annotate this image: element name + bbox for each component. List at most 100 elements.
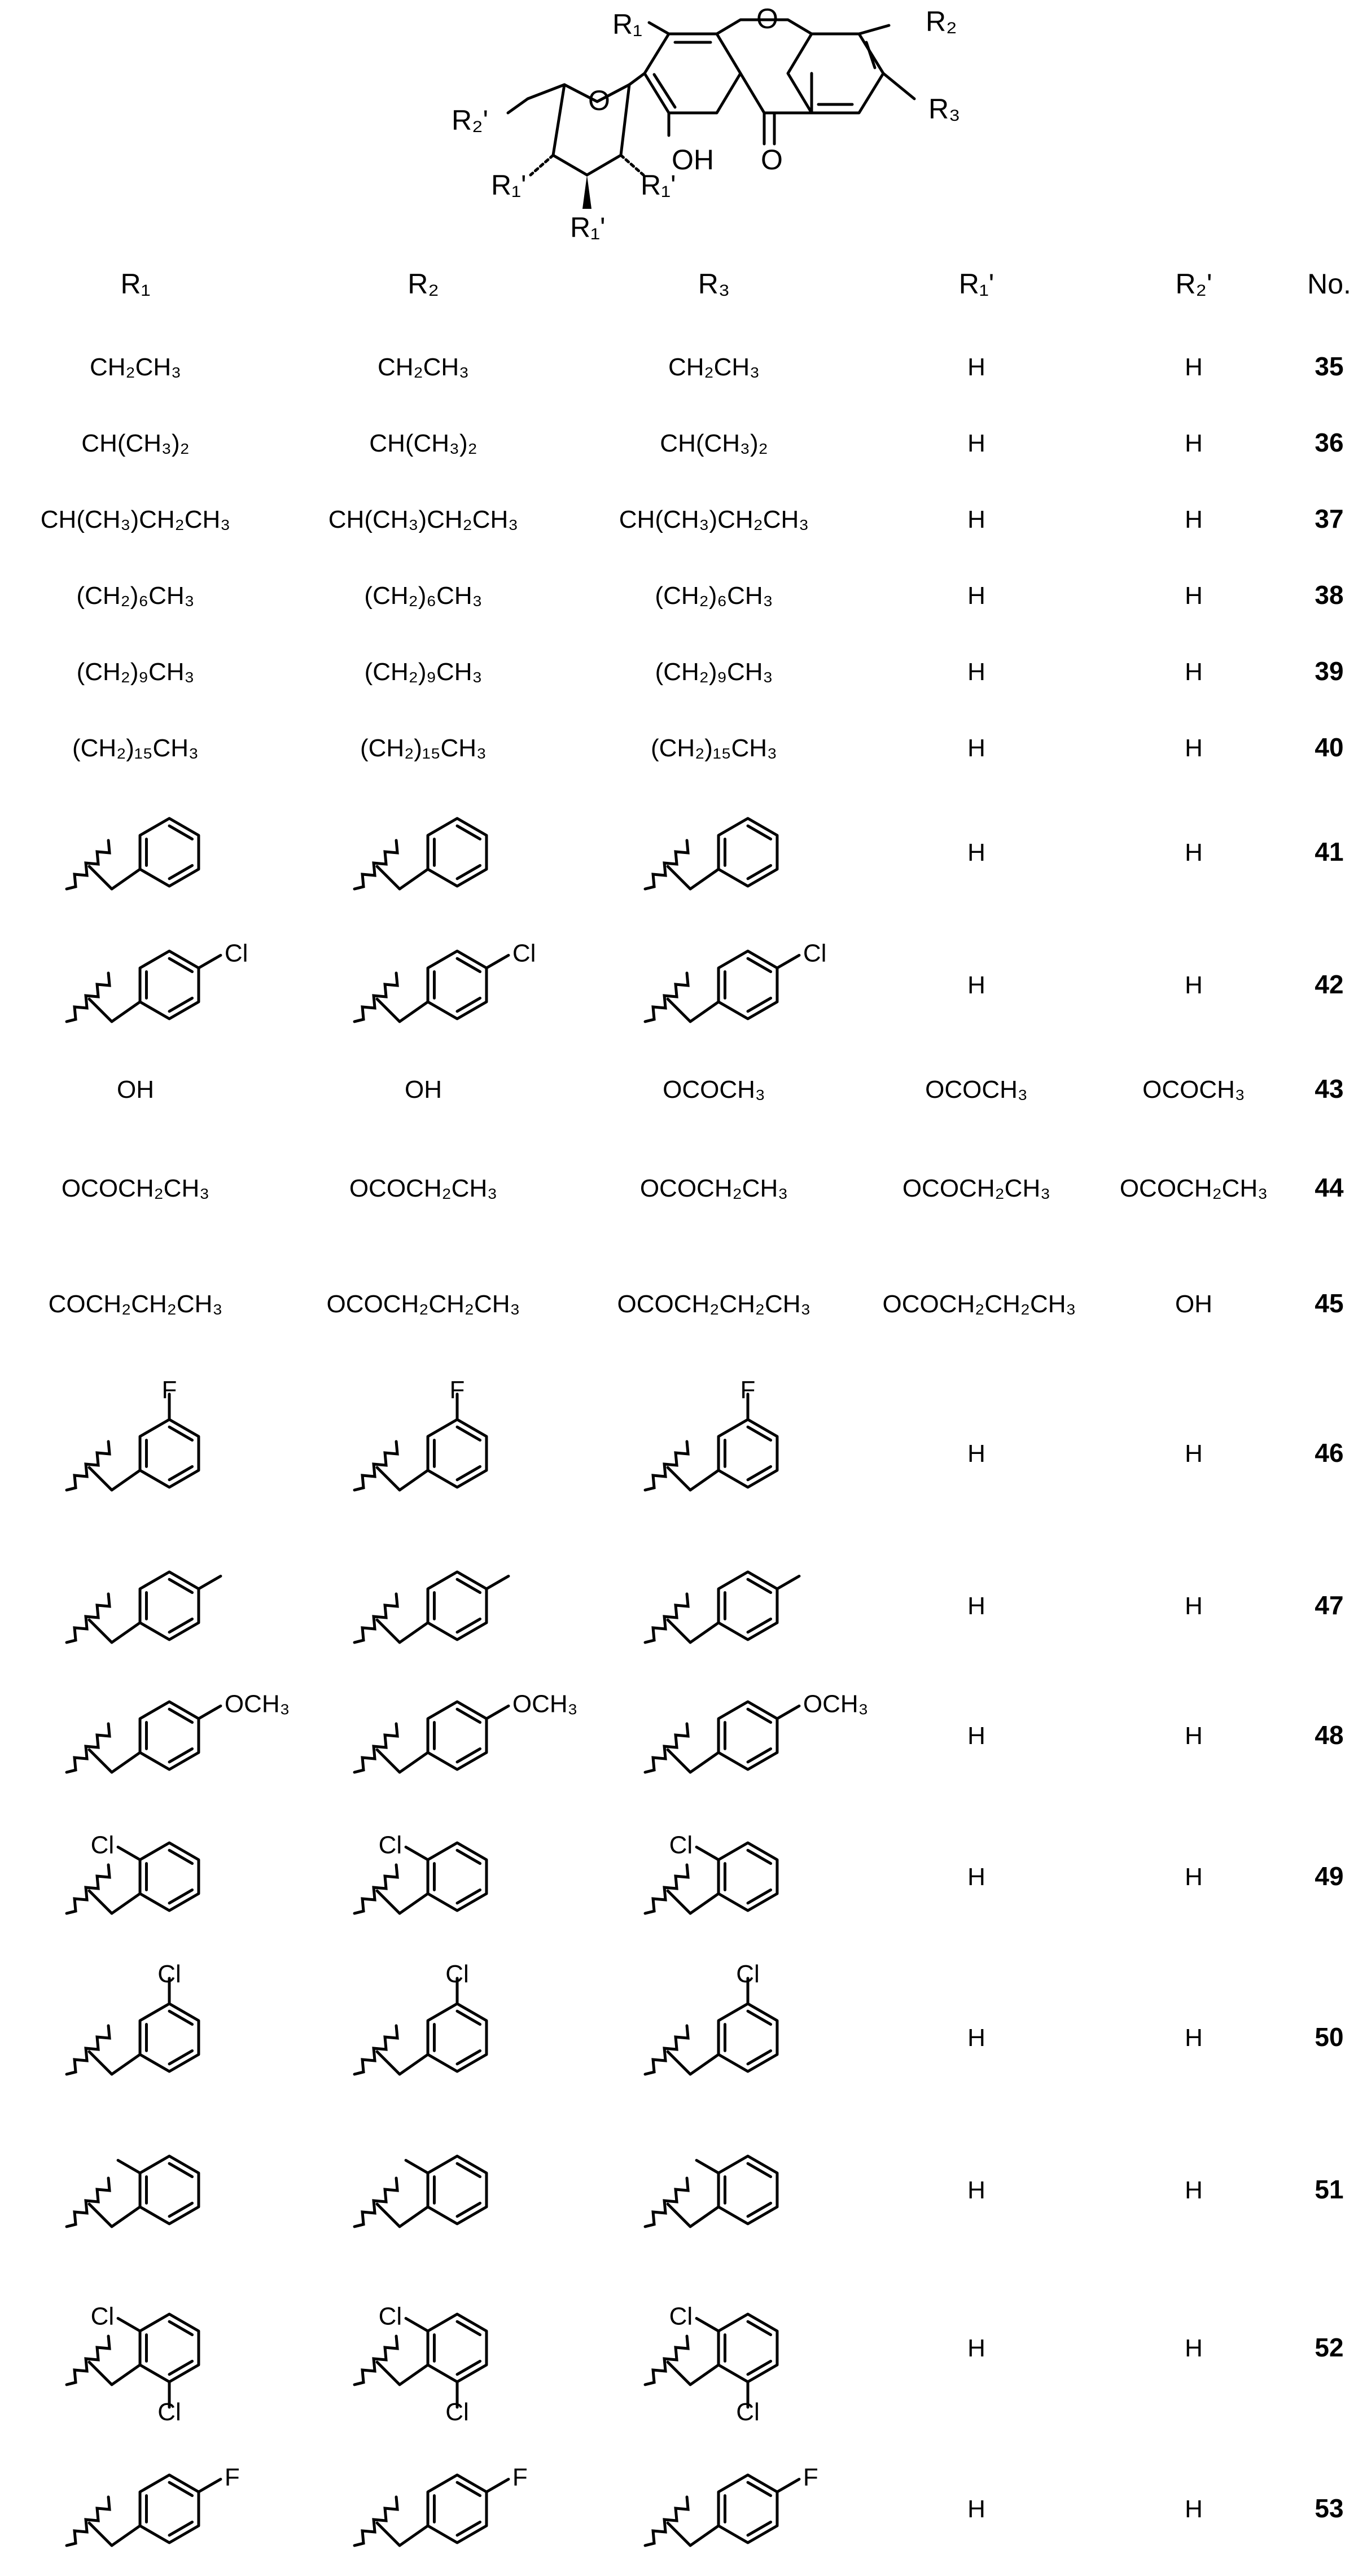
attachment-bond	[375, 997, 401, 1023]
methylene-bond	[689, 1751, 720, 1774]
substituent-label: OCH₃	[512, 1690, 578, 1718]
double-bond	[455, 2049, 482, 2066]
methylene-bond	[398, 1469, 430, 1492]
double-bond	[746, 1465, 773, 1482]
attachment-bond	[666, 865, 692, 891]
cell-r2p: OH	[1175, 1290, 1212, 1318]
double-bond	[168, 1848, 194, 1865]
attachment-bond	[375, 865, 401, 891]
double-bond	[455, 957, 482, 974]
wavy-attachment-icon	[643, 2024, 690, 2076]
cell-r2p: H	[1185, 2495, 1203, 2523]
double-bond	[746, 864, 773, 880]
benzyl-structure-r3	[643, 817, 779, 891]
double-bond	[168, 1425, 194, 1442]
double-bond	[746, 2520, 773, 2537]
cell-r3: (CH₂)₆CH₃	[655, 582, 773, 610]
double-bond	[455, 2320, 482, 2337]
cell-r2p: H	[1185, 734, 1203, 762]
substituent-label: Cl	[445, 2398, 469, 2426]
double-bond	[168, 2520, 194, 2537]
benzyl-structure-r3: F	[643, 2464, 818, 2547]
substituent-bond	[197, 1705, 222, 1720]
cell-r2: CH₂CH₃	[378, 353, 469, 381]
cell-r1p: H	[967, 1440, 985, 1467]
double-bond	[168, 2320, 194, 2337]
methylene-bond	[110, 868, 142, 891]
double-bond	[455, 2481, 482, 2498]
cell-r2: OCOCH₂CH₂CH₃	[327, 1290, 520, 1318]
benzyl-structure-r1	[65, 1570, 222, 1644]
cell-r3: (CH₂)₁₅CH₃	[651, 734, 777, 762]
cell-r1p: H	[967, 2334, 985, 2362]
cell-r1p: H	[967, 658, 985, 686]
double-bond	[746, 2049, 773, 2066]
wavy-attachment-icon	[65, 2334, 111, 2386]
methylene-bond	[689, 2053, 720, 2076]
benzyl-structure-r1	[65, 2154, 200, 2228]
attachment-bond	[666, 1889, 692, 1915]
double-bond	[746, 1425, 773, 1442]
benzyl-structure-r3: Cl	[643, 940, 826, 1023]
cell-no: 51	[1315, 2175, 1343, 2204]
benzyl-row: H H 51	[65, 2154, 1344, 2228]
double-bond	[168, 1617, 194, 1634]
wavy-attachment-icon	[65, 2176, 111, 2228]
wavy-attachment-icon	[353, 1722, 399, 1774]
benzyl-structure-r1: F	[65, 1376, 200, 1492]
cell-r2p: H	[1185, 353, 1203, 381]
attachment-bond	[87, 1889, 113, 1915]
double-bond	[746, 2481, 773, 2498]
substituent-label: Cl	[379, 1832, 402, 1859]
attachment-bond	[87, 2521, 113, 2547]
methylene-bond	[110, 2205, 142, 2228]
cell-no: 47	[1315, 1591, 1343, 1620]
benzene-ring	[138, 2473, 200, 2544]
substituent-bond	[485, 954, 510, 970]
substituent-bond	[197, 2478, 222, 2494]
header-r2p: R₂'	[1175, 268, 1212, 300]
attachment-bond	[375, 1889, 401, 1915]
methylene-bond	[110, 2524, 142, 2547]
double-bond	[455, 1617, 482, 1634]
table-row: (CH₂)₆CH₃ (CH₂)₆CH₃ (CH₂)₆CH₃ H H 38	[76, 580, 1343, 610]
methylene-bond	[398, 1621, 430, 1644]
double-bond	[746, 2359, 773, 2376]
substituent-label: OCH₃	[225, 1690, 290, 1718]
cell-r1p: H	[967, 2024, 985, 2052]
benzene-ring	[717, 2312, 779, 2384]
wavy-attachment-icon	[353, 1440, 399, 1492]
attachment-bond	[375, 1618, 401, 1644]
substituent-label: Cl	[157, 2398, 181, 2426]
substituent-bond	[116, 1846, 142, 1861]
label-r1: R₁	[612, 8, 642, 40]
cell-r3: CH(CH₃)₂	[660, 430, 768, 457]
methylene-bond	[110, 1892, 142, 1915]
substituent-bond	[695, 1846, 720, 1861]
double-bond	[455, 2520, 482, 2537]
double-bond	[168, 2481, 194, 2498]
benzene-ring	[426, 817, 488, 888]
double-bond	[746, 2162, 773, 2179]
methylene-bond	[398, 2363, 430, 2386]
double-bond	[455, 2162, 482, 2179]
wavy-attachment-icon	[643, 839, 690, 891]
double-bond	[455, 1425, 482, 1442]
cell-r2: OH	[405, 1076, 442, 1103]
substituent-label: F	[450, 1376, 465, 1404]
substituent-bond	[197, 1575, 222, 1591]
double-bond	[168, 957, 194, 974]
cell-r1p: OCOCH₂CH₂CH₃	[883, 1290, 1076, 1318]
cell-r3: OCOCH₃	[663, 1076, 765, 1103]
wavy-attachment-icon	[353, 1863, 399, 1915]
cell-r2p: H	[1185, 2176, 1203, 2204]
benzene-ring	[426, 1570, 488, 1641]
cell-r1p: H	[967, 2176, 985, 2204]
cell-r1p: H	[967, 430, 985, 457]
methylene-bond	[110, 2053, 142, 2076]
